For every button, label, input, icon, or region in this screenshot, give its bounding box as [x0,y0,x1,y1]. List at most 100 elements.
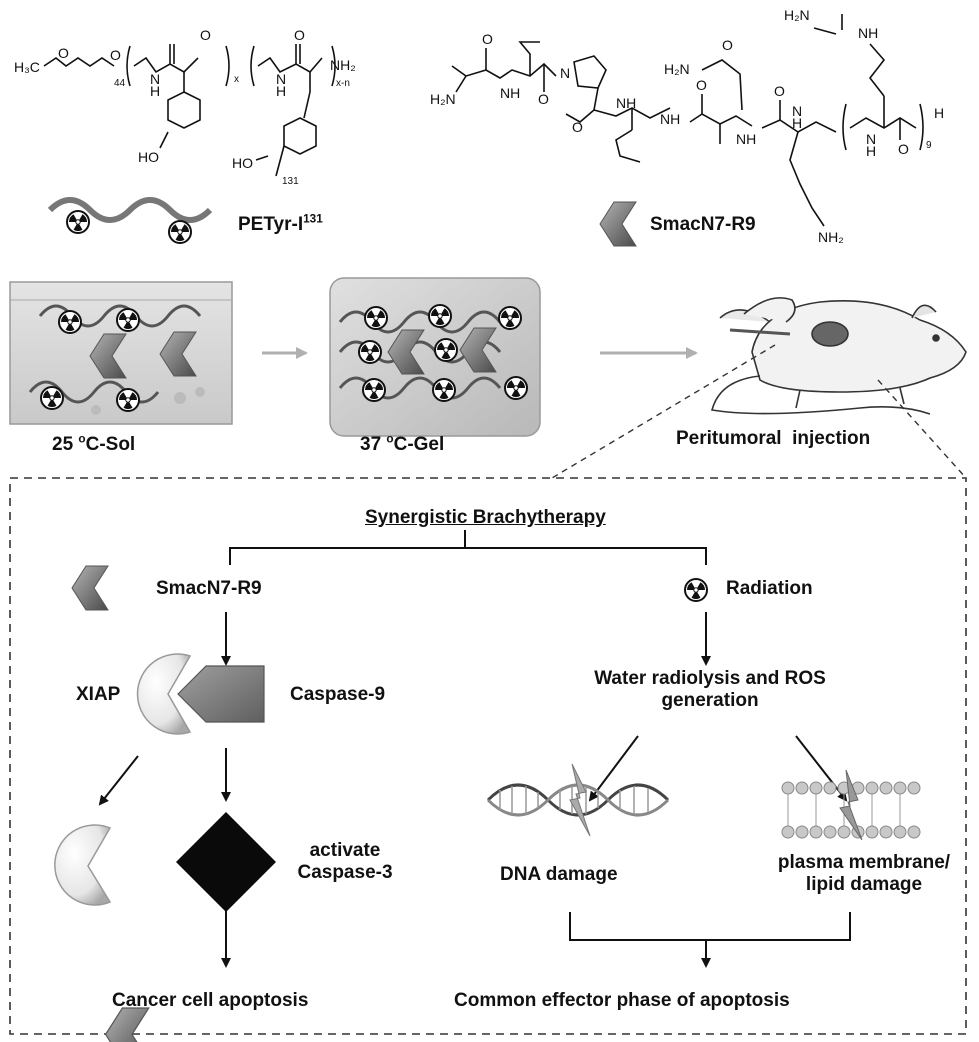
svg-text:N: N [792,103,802,119]
svg-text:O: O [898,141,909,157]
svg-text:N: N [276,71,286,87]
iodine-131-label: 131 [282,176,299,187]
radiation-bead-icon [434,338,458,362]
peptide-structure: H₂N NH O N O O NH NH O NH H₂N O O N H NH… [430,7,944,245]
radiation-bead-icon [66,210,90,234]
radiation-bead-icon [116,308,140,332]
polymer-name-label: PETyr-I131 [238,212,323,236]
activate-line2: Caspase-3 [297,861,393,883]
lightning-icon [569,763,591,837]
svg-text:H: H [866,143,876,159]
gel-state-label: 37 oC-Gel [360,433,445,456]
gel-temp-text: 37 [360,434,387,455]
svg-text:NH: NH [736,131,756,147]
svg-text:NH: NH [616,95,636,111]
injection-label: Peritumoral injection [676,428,871,449]
radiation-bead-icon [362,378,386,402]
radiation-bead-icon [504,376,528,400]
nh-guan-label: NH [858,25,878,41]
sol-temp-text: 25 [52,434,79,455]
svg-text:NH: NH [500,85,520,101]
smac-chevron-icon [71,565,109,611]
svg-text:O: O [696,77,707,93]
nh2-end-label: NH₂ [330,57,356,73]
smac-chevron-icon [105,1007,150,1042]
svg-text:H: H [150,83,160,99]
xiap-label: XIAP [76,684,121,705]
svg-text:N: N [150,71,160,87]
repeat-x-label: x [234,74,239,85]
lightning-icon [839,769,863,841]
sol-container [9,281,233,425]
oxygen-label-2: O [110,47,121,63]
peptide-name-label: SmacN7-R9 [650,214,756,235]
sol-suffix-text: C-Sol [85,434,136,455]
polymer-name-text: PETyr-I [238,214,304,235]
h2n-left-label: H₂N [430,91,456,107]
sol-degree-sup: o [78,432,86,446]
right-agent-label: Radiation [726,578,813,599]
mechanism-panel [9,477,967,1035]
radiation-bead-icon [428,304,452,328]
xiap-icon [136,653,192,735]
callout-line-left [551,344,776,479]
membrane-line2: lipid damage [805,873,923,895]
callout-line-right [877,379,967,479]
tumor-icon [811,321,849,347]
xiap-smac-complex [54,824,150,1042]
gel-suffix-text: C-Gel [393,434,445,455]
radiation-bead-icon [58,310,82,334]
oxygen-label-1: O [58,45,69,61]
dna-helix-icon [486,763,670,837]
polymer-icon [47,197,213,244]
h2n-gln-label: H₂N [664,61,690,77]
polymer-isotope-sup: 131 [303,212,323,226]
mouse-illustration [710,297,967,415]
radiation-bead-icon [116,388,140,412]
caspase9-icon [177,665,265,723]
caspase9-label: Caspase-9 [290,684,386,705]
ch3o-label: H₃C [14,59,40,75]
svg-text:O: O [774,83,785,99]
svg-text:O: O [482,31,493,47]
radiation-icon [684,578,708,602]
caspase3-label: activate Caspase-3 [290,840,400,884]
gel-block [329,277,541,437]
svg-text:O: O [200,27,211,43]
svg-text:O: O [722,37,733,53]
radiation-bead-icon [40,386,64,410]
membrane-line1: plasma membrane/ [777,852,951,873]
svg-text:O: O [572,119,583,135]
membrane-icon [781,769,921,841]
left-agent-label: SmacN7-R9 [156,578,262,599]
branch-bracket [229,530,707,565]
sol-state-label: 25 oC-Sol [52,432,136,456]
nh2-lys-label: NH₂ [818,229,844,245]
svg-text:NH: NH [660,111,680,127]
mechanism-title: Synergistic Brachytherapy [365,507,606,528]
svg-text:O: O [294,27,305,43]
svg-text:N: N [560,65,570,81]
xiap-icon [54,824,112,906]
h2n-guan-label: H₂N [784,7,810,23]
ros-line2: generation [661,689,759,711]
polymer-structure: H₃C O O 44 O N H x HO O N H NH₂ x-n HO 1 [14,27,356,187]
svg-text:N: N [866,131,876,147]
repeat-44-label: 44 [114,78,126,89]
radiation-bead-icon [168,220,192,244]
merge-bracket [569,912,851,968]
apoptosis-left-label: Cancer cell apoptosis [112,990,309,1011]
arrow-xiap-complex [98,755,139,806]
membrane-damage-label: plasma membrane/ lipid damage [764,852,964,896]
activate-line1: activate [309,840,381,861]
radiation-bead-icon [498,306,522,330]
smac-chevron-icon [599,201,637,247]
ros-label: Water radiolysis and ROS generation [560,668,860,712]
syringe-icon [729,328,791,336]
svg-text:O: O [538,91,549,107]
h-end-label: H [934,105,944,121]
xiap-caspase9-complex [136,653,265,735]
ros-line1: Water radiolysis and ROS [594,668,826,689]
dna-damage-label: DNA damage [500,864,618,885]
